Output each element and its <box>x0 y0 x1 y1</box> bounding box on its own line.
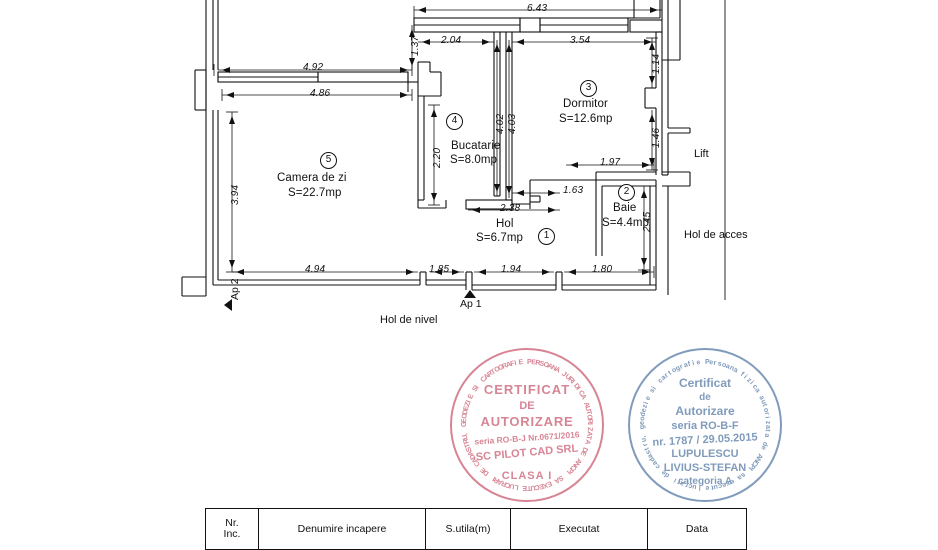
dimension-4-94: 4.94 <box>305 264 326 275</box>
room-area-camera-de-zi: S=22.7mp <box>288 187 342 199</box>
dimension-2-45: 2.45 <box>642 211 653 232</box>
dimension-1-46: 1.46 <box>651 127 662 148</box>
room-number-badge-1: 1 <box>538 228 555 245</box>
dimension-3-94: 3.94 <box>230 184 241 205</box>
dimension-1-94: 1.94 <box>501 264 522 275</box>
room-name-hol: Hol <box>496 218 514 230</box>
room-number-badge-5: 5 <box>320 152 337 169</box>
room-number-badge-2: 2 <box>618 184 635 201</box>
dimension-1-14: 1.14 <box>651 53 662 74</box>
dimension-4-92: 4.92 <box>303 62 324 73</box>
room-name-dormitor: Dormitor <box>563 98 608 110</box>
table-header-sutila: S.utila(m) <box>425 509 511 549</box>
table-header-nr-line2: Inc. <box>223 528 241 540</box>
table-header-data: Data <box>685 522 709 535</box>
floor-plan-canvas: 5 Camera de zi S=22.7mp 4 Bucatarie S=8.… <box>181 0 782 550</box>
dimension-1-85: 1.85 <box>429 264 450 275</box>
room-area-bucatarie: S=8.0mp <box>450 154 498 166</box>
dimension-1-80: 1.80 <box>592 264 613 275</box>
dimension-1-37: 1.37 <box>410 35 421 56</box>
apartment-marker-ap2: Ap 2 <box>229 278 241 300</box>
zone-label-hol-de-acces: Hol de acces <box>684 229 748 241</box>
zone-label-hol-de-nivel: Hol de nivel <box>380 314 438 326</box>
floor-plan-drawing <box>181 0 726 311</box>
dimension-6-43: 6.43 <box>527 3 548 14</box>
room-name-baie: Baie <box>613 202 637 214</box>
table-header-denumire: Denumire incapere <box>258 509 426 549</box>
room-number-badge-3: 3 <box>580 80 597 97</box>
dimension-1-97: 1.97 <box>600 157 621 168</box>
dimension-1-63: 1.63 <box>563 185 584 196</box>
dimension-4-03: 4.03 <box>507 113 518 134</box>
table-header-row: Nr. Inc. Denumire incapere S.utila(m) Ex… <box>206 509 746 549</box>
dimension-3-54: 3.54 <box>570 35 591 46</box>
dimension-4-86: 4.86 <box>310 88 331 99</box>
room-name-bucatarie: Bucatarie <box>451 140 501 152</box>
room-area-dormitor: S=12.6mp <box>559 113 613 125</box>
dimension-4-02: 4.02 <box>495 113 506 134</box>
room-name-camera-de-zi: Camera de zi <box>277 172 347 184</box>
zone-label-lift: Lift <box>694 148 709 160</box>
legend-table: Nr. Inc. Denumire incapere S.utila(m) Ex… <box>205 508 747 550</box>
dimension-2-04: 2.04 <box>441 35 462 46</box>
dimension-2-20: 2.20 <box>432 147 443 168</box>
room-area-hol: S=6.7mp <box>476 232 524 244</box>
table-header-executat: Executat <box>510 509 648 549</box>
dimension-2-38: 2.38 <box>500 203 521 214</box>
apartment-marker-ap1: Ap 1 <box>460 298 482 310</box>
room-area-baie: S=4.4mp <box>602 217 650 229</box>
room-number-badge-4: 4 <box>446 113 463 130</box>
table-header-nr: Nr. Inc. <box>206 509 259 549</box>
table-header-nr-line1: Nr. <box>225 517 239 529</box>
